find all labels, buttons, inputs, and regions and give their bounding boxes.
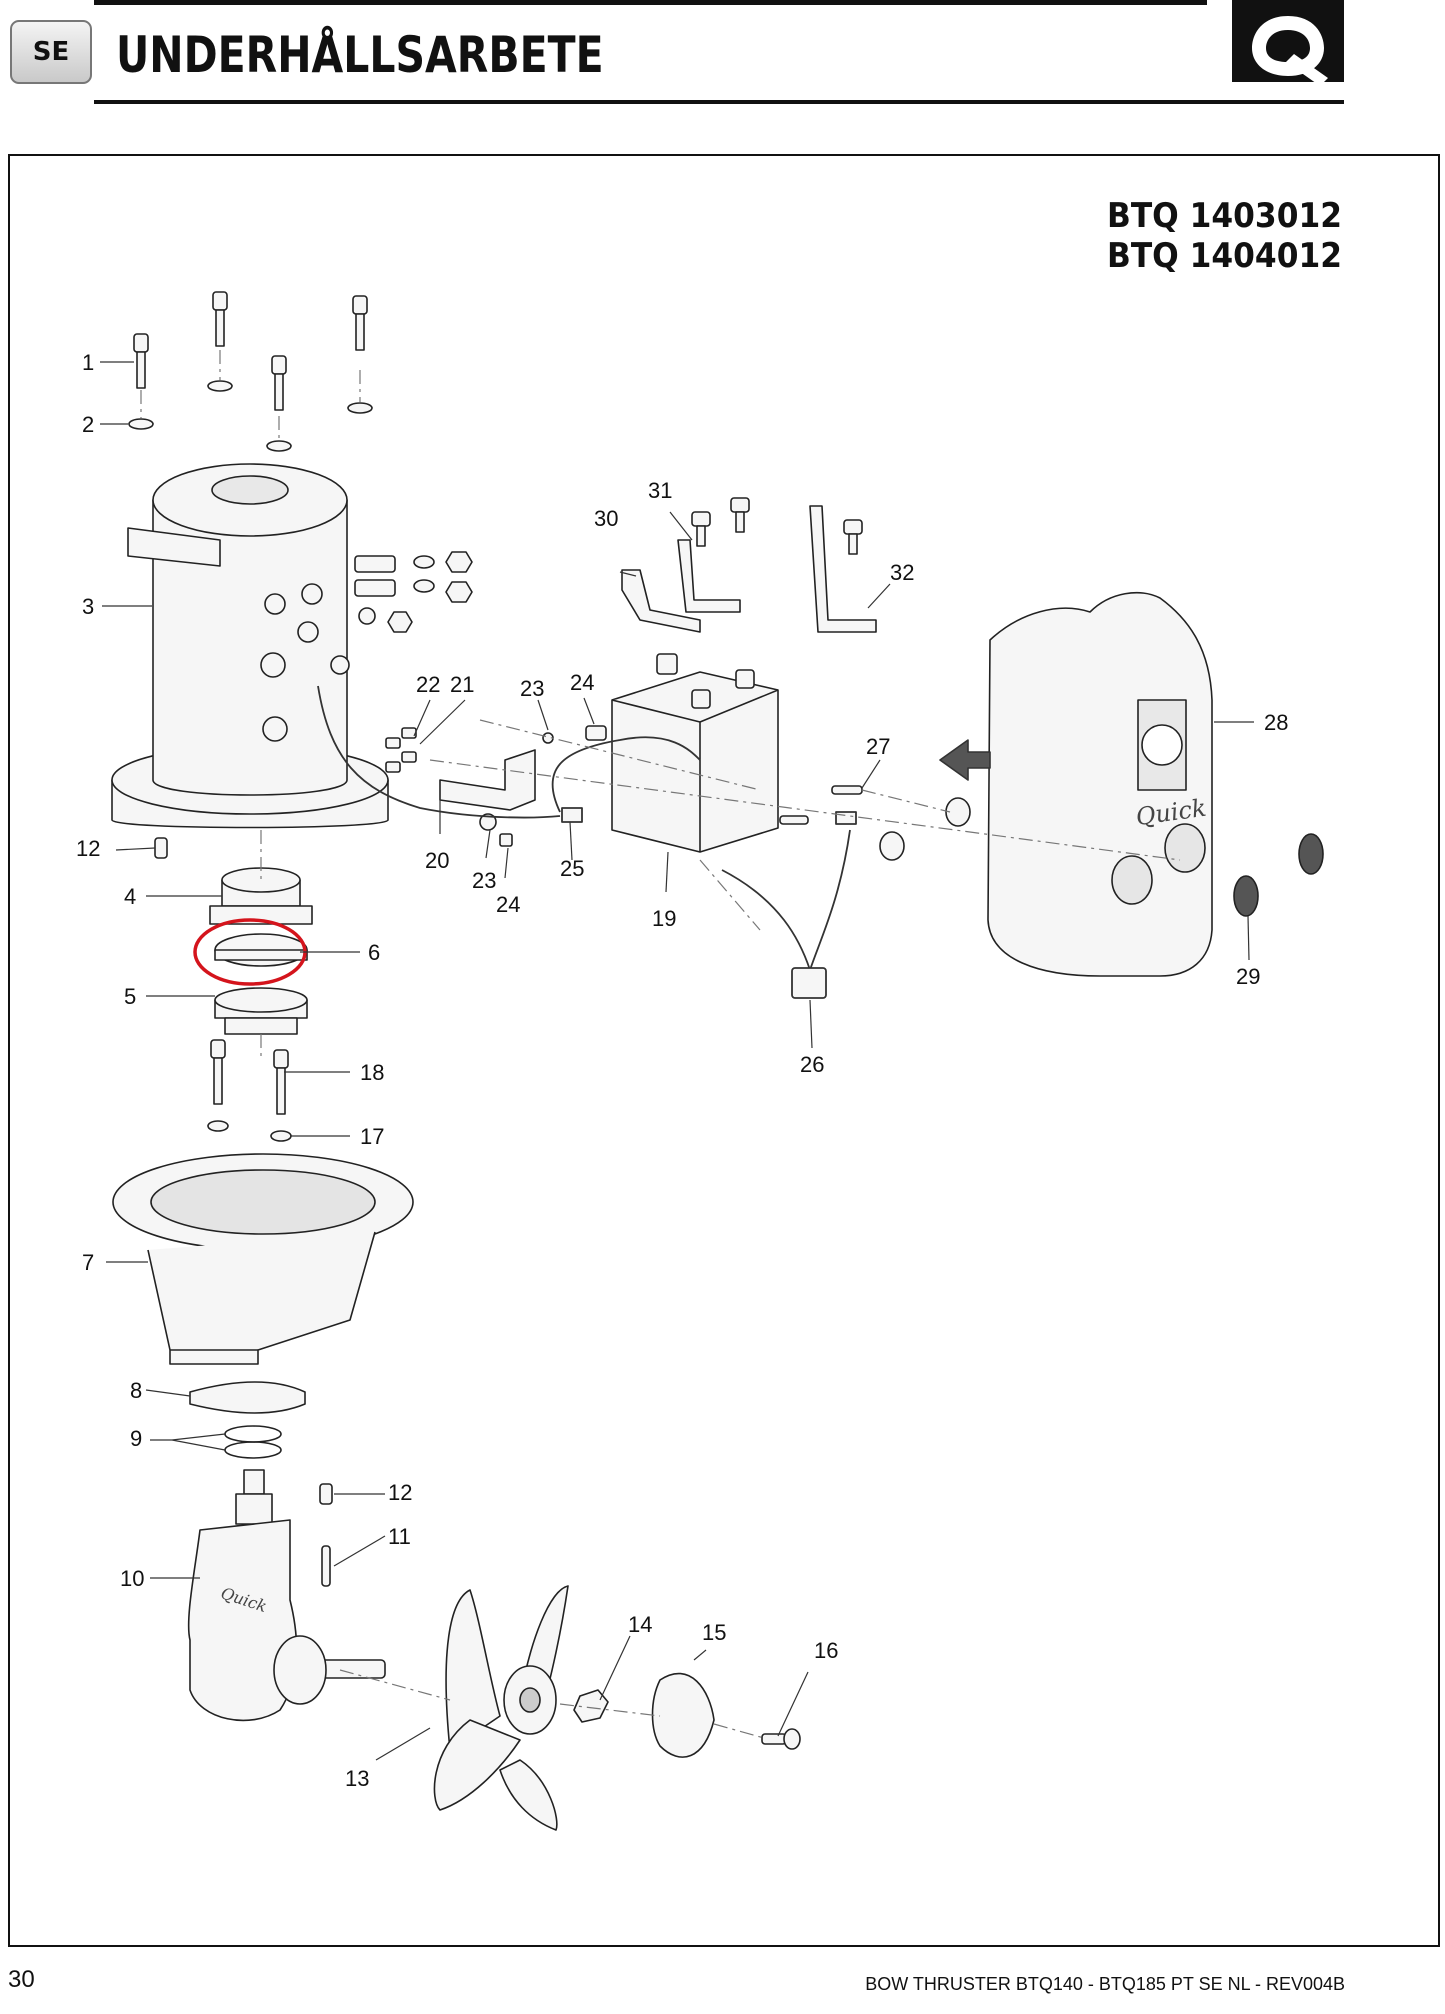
part-label: 12: [388, 1480, 412, 1505]
part-label: 11: [388, 1524, 411, 1549]
center-lines: [140, 350, 1181, 1739]
solenoid-relay: [611, 653, 779, 853]
part-label: 23: [520, 676, 544, 701]
document-reference: BOW THRUSTER BTQ140 - BTQ185 PT SE NL - …: [865, 1974, 1345, 1994]
motor-bracket: [112, 1153, 414, 1365]
part-label: 12: [76, 836, 100, 861]
part-label: 8: [130, 1378, 142, 1403]
part-label: 26: [800, 1052, 824, 1077]
part-label: 29: [1236, 964, 1260, 989]
part-label: 17: [360, 1124, 384, 1149]
part-label: 9: [130, 1426, 142, 1451]
header-rule: [94, 100, 1344, 104]
part-label: 1: [82, 350, 94, 375]
propeller-hardware: [573, 1672, 801, 1758]
leader-lines: [100, 361, 1254, 1761]
part-label: 22: [416, 672, 440, 697]
part-label: 27: [866, 734, 890, 759]
part-label: 3: [82, 594, 94, 619]
part-label: 7: [82, 1250, 94, 1275]
language-badge: SE: [10, 20, 92, 84]
cover-caps: [1233, 833, 1324, 917]
part-label: 31: [648, 478, 672, 503]
propeller: [433, 1585, 569, 1831]
motor-bolts: [128, 291, 373, 452]
gear-leg: [187, 1469, 386, 1722]
model-codes: BTQ 1403012 BTQ 1404012: [1080, 196, 1342, 276]
pins: [154, 837, 333, 1587]
diagram-frame: [8, 154, 1440, 1947]
part-label: 20: [425, 848, 449, 873]
cable-bracket: [385, 725, 607, 847]
page-number: 30: [8, 1966, 35, 1993]
relay-brackets: [621, 497, 877, 633]
part-label: 15: [702, 1620, 726, 1645]
diagram-artwork: [111, 291, 1324, 1831]
part-label: 4: [124, 884, 136, 909]
part-label: 16: [814, 1638, 838, 1663]
part-label: 13: [345, 1766, 369, 1791]
part-label: 10: [120, 1566, 144, 1591]
part-label: 23: [472, 868, 496, 893]
part-label: 32: [890, 560, 914, 585]
bracket-bolts: [207, 1039, 292, 1142]
coupling-assembly: [209, 867, 313, 1035]
part-label: 5: [124, 984, 136, 1009]
motor-terminals: [354, 551, 473, 633]
part-label: 24: [496, 892, 520, 917]
part-label: 24: [570, 670, 594, 695]
model-code: BTQ 1404012: [1106, 236, 1342, 276]
part-label: 30: [594, 506, 618, 531]
direction-arrow-icon: [939, 739, 991, 781]
part-label: 2: [82, 412, 94, 437]
part-label: 21: [450, 672, 474, 697]
part-label: 19: [652, 906, 676, 931]
top-rule: [94, 0, 1207, 5]
part-label: 28: [1264, 710, 1288, 735]
electric-motor: [111, 463, 389, 829]
quick-logo-icon: [1232, 0, 1344, 90]
part-label: 18: [360, 1060, 384, 1085]
spacers: [779, 785, 971, 861]
page-title: UNDERHÅLLSARBETE: [116, 26, 604, 84]
relay-cover: [987, 591, 1213, 977]
part-label: 6: [368, 940, 380, 965]
part-labels: 1 2 3 12 4 6 5 18 17 7 8 9 12 11 10 13 1…: [76, 350, 1288, 1791]
part-label: 25: [560, 856, 584, 881]
part-label: 14: [628, 1612, 652, 1637]
model-code: BTQ 1403012: [1106, 196, 1342, 236]
